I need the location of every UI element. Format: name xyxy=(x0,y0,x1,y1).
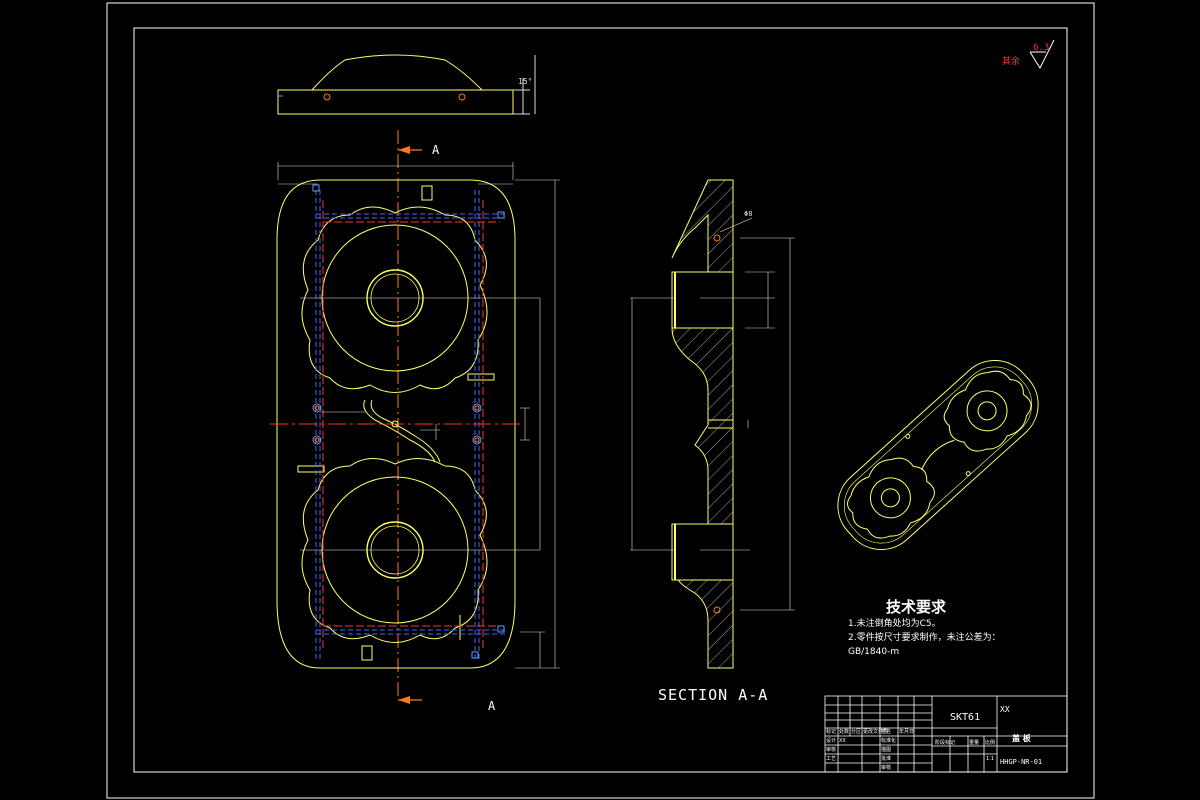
front-view xyxy=(270,162,560,669)
outer-border xyxy=(106,2,1095,799)
tech-line-2: 2.零件按尺寸要求制作，未注公差为： xyxy=(848,631,1001,643)
tech-line-1: 1.未注倒角处均为C5。 xyxy=(848,617,941,629)
inner-border xyxy=(133,27,1068,773)
tb-scale-header: 比例 xyxy=(985,739,995,746)
tb-row0-col0: 标记 xyxy=(826,728,836,735)
section-view xyxy=(630,179,795,669)
roughness-label: 其余 xyxy=(1002,55,1020,67)
angle-dimension: 15° xyxy=(518,77,532,86)
tb-row1-col3: 标准化 xyxy=(881,737,896,744)
tb-small-label-1: 审核 xyxy=(881,764,891,771)
roughness-symbol xyxy=(1029,39,1055,70)
tb-row0-col3: 更改文件号 xyxy=(863,728,888,735)
tb-small-label-0: 描图 xyxy=(881,746,891,753)
tb-material: SKT61 xyxy=(950,712,980,723)
tb-row1-col0: 设计 xyxy=(826,737,836,744)
tech-title: 技术要求 xyxy=(886,598,947,616)
tb-row0-col2: 分区 xyxy=(851,728,861,735)
section-marker-top: A xyxy=(432,143,440,157)
tb-weight-header: 重量 xyxy=(969,739,979,746)
isometric-view xyxy=(837,359,1039,551)
top-view xyxy=(277,54,536,115)
tb-row0-col4: 签名 xyxy=(881,728,891,735)
tb-stage-header: 阶段标记 xyxy=(935,739,955,746)
title-block xyxy=(824,695,1068,773)
section-caption: SECTION A-A xyxy=(658,686,768,704)
section-marker-bottom: A xyxy=(488,699,496,713)
roughness-value: 6.3 xyxy=(1033,43,1049,53)
tb-company: XX xyxy=(1000,705,1010,714)
tb-row2-col0: 审核 xyxy=(826,746,836,753)
tb-part-name: 盖 板 xyxy=(1012,733,1032,743)
tech-line-3: GB/1840-m xyxy=(848,647,899,657)
tb-drawing-no: HHGP-NR-01 xyxy=(1000,758,1042,766)
tb-row1-col1: XX xyxy=(839,738,846,744)
tb-row3-col0: 工艺 xyxy=(826,756,836,762)
diameter-label: Φ8 xyxy=(744,210,752,218)
tb-row3-col3: 批准 xyxy=(881,755,891,762)
tb-row0-col1: 处数 xyxy=(839,728,849,735)
tb-row0-col5: 年月日 xyxy=(899,728,914,735)
tb-scale-value: 1:1 xyxy=(986,756,994,762)
section-arrow-top xyxy=(397,130,422,704)
